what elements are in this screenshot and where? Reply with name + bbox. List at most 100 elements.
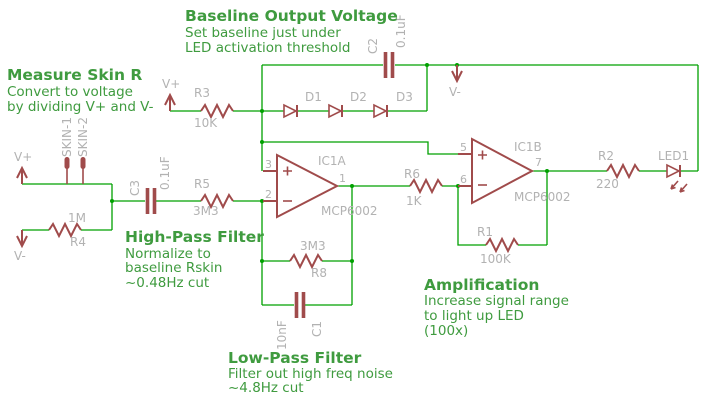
opamp-pin-stubs: [263, 170, 277, 202]
resistor-r8: 3M3 R8: [289, 239, 327, 280]
note-title: Baseline Output Voltage: [185, 7, 398, 25]
r4-ref: R4: [70, 235, 86, 249]
junction-dot: [545, 169, 549, 173]
led-led1: LED1: [658, 149, 689, 193]
wires: [22, 64, 699, 306]
pin-number-out: 7: [535, 156, 542, 169]
r6-ref: R6: [404, 167, 420, 181]
junction-dot: [260, 259, 264, 263]
resistor-body: [485, 236, 519, 254]
opamp-triangle: [276, 153, 340, 219]
plus-sign-icon: [283, 166, 292, 176]
resistor-r3: R3 10K: [194, 86, 234, 130]
pin-number-plus: 3: [265, 158, 272, 171]
capacitor-c1: 10nF C1: [275, 292, 324, 350]
note-line: ~4.8Hz cut: [228, 380, 304, 396]
c3-value: 0.1uF: [158, 156, 172, 190]
r4-value: 1M: [68, 211, 86, 225]
diode-body: [328, 103, 343, 119]
r8-ref: R8: [311, 266, 327, 280]
capacitor-plates: [145, 188, 157, 214]
capacitor-plates: [294, 292, 306, 318]
plus-sign-icon: [478, 150, 487, 160]
led-body: [666, 163, 681, 179]
note-amplification: Amplification Increase signal range to l…: [424, 276, 569, 339]
capacitor-c3: C3 0.1uF: [128, 156, 172, 214]
diode-d2: D2: [328, 90, 367, 119]
junction-dot: [350, 184, 354, 188]
note-highpass: High-Pass Filter Normalize to baseline R…: [125, 228, 264, 291]
resistor-body: [289, 252, 323, 270]
power-symbol-vplus-r3: V+: [162, 77, 180, 111]
diode-d3: D3: [373, 90, 413, 119]
c2-ref: C2: [366, 38, 380, 54]
note-measure: Measure Skin R Convert to voltage by div…: [7, 66, 154, 115]
pin-pad: [80, 157, 86, 169]
d1-ref: D1: [305, 90, 322, 104]
pin-skin-2: SKIN-2: [76, 117, 90, 184]
vplus-arrow-icon: [164, 92, 176, 111]
note-line: to light up LED: [424, 308, 524, 324]
vminus-arrow-icon: [16, 230, 28, 249]
resistor-body: [200, 102, 234, 120]
resistor-r2: R2 220: [596, 149, 640, 191]
r6-value: 1K: [406, 194, 423, 208]
r1-ref: R1: [477, 225, 493, 239]
vminus-label: V-: [449, 85, 461, 99]
r2-ref: R2: [598, 149, 614, 163]
junction-dot: [260, 109, 264, 113]
resistor-body: [606, 162, 640, 180]
r2-value: 220: [596, 177, 619, 191]
note-line: Set baseline just under: [185, 25, 341, 41]
note-line: (100x): [424, 323, 468, 339]
vplus-label: V+: [162, 77, 180, 91]
r5-value: 3M3: [193, 204, 219, 218]
power-symbol-vminus-top: V-: [449, 65, 463, 99]
resistor-r1: R1 100K: [477, 225, 519, 266]
junction-dot: [425, 63, 429, 67]
skin2-label: SKIN-2: [76, 117, 90, 157]
note-baseline: Baseline Output Voltage Set baseline jus…: [185, 7, 398, 56]
wire: [457, 171, 548, 246]
d2-ref: D2: [350, 90, 367, 104]
pin-pad: [64, 157, 70, 169]
pin-number-minus: 6: [460, 173, 467, 186]
ic1b-part: MCP6002: [514, 190, 571, 204]
vplus-arrow-icon: [16, 165, 28, 184]
note-line: by dividing V+ and V-: [7, 99, 154, 115]
resistor-r4: 1M R4: [48, 211, 86, 249]
power-symbol-vplus-left: V+: [14, 150, 32, 184]
capacitor-plates: [383, 52, 395, 78]
note-line: Normalize to: [125, 246, 211, 262]
opamp-pin-stubs: [458, 153, 472, 187]
c2-value: 0.1uF: [394, 14, 408, 48]
pin-number-out: 1: [339, 172, 346, 185]
note-line: Filter out high freq noise: [228, 366, 393, 382]
note-title: Measure Skin R: [7, 66, 142, 84]
note-lowpass: Low-Pass Filter Filter out high freq noi…: [228, 349, 393, 396]
pin-skin-1: SKIN-1: [60, 117, 74, 184]
r3-value: 10K: [194, 116, 218, 130]
skin1-label: SKIN-1: [60, 117, 74, 157]
r5-ref: R5: [194, 177, 210, 191]
note-line: Convert to voltage: [7, 84, 133, 100]
r1-value: 100K: [480, 252, 512, 266]
note-title: High-Pass Filter: [125, 228, 264, 246]
vminus-arrow-icon: [451, 65, 463, 84]
vminus-label: V-: [14, 249, 26, 263]
note-line: Increase signal range: [424, 293, 569, 309]
led1-ref: LED1: [658, 149, 689, 163]
opamp-triangle: [471, 137, 535, 205]
resistor-body: [200, 192, 234, 210]
resistor-r6: R6 1K: [404, 167, 443, 208]
resistor-body: [48, 221, 82, 239]
ic1a-ref: IC1A: [318, 154, 347, 168]
wire: [262, 141, 458, 155]
opamp-ic1b: 5 6 7 IC1B MCP6002: [458, 137, 571, 205]
resistor-r5: R5 3M3: [193, 177, 234, 218]
vplus-label: V+: [14, 150, 32, 164]
junction-dot: [350, 259, 354, 263]
led-light-arrows-icon: [670, 180, 688, 193]
resistor-body: [409, 177, 443, 195]
